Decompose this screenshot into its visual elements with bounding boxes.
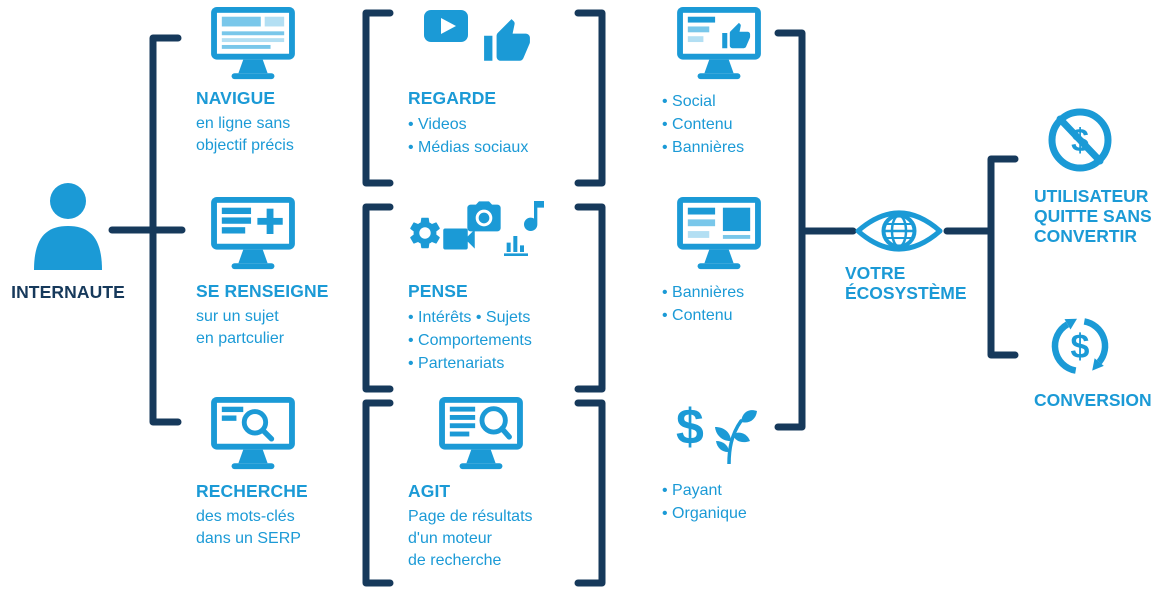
video-camera-icon [443, 228, 475, 250]
monitor-thumbs-up-icon [677, 6, 761, 80]
gear-icon [410, 217, 440, 249]
channel-list-1: • Social • Contenu • Bannières [662, 90, 744, 159]
channel-line: • Payant [662, 482, 722, 499]
step-recherche: RECHERCHE des mots-clés dans un SERP [196, 481, 308, 550]
channel-line: • Contenu [662, 116, 733, 133]
eye-globe-icon [855, 210, 943, 252]
intent-pense: PENSE • Intérêts • Sujets • Comportement… [408, 281, 532, 375]
play-button-icon [424, 10, 468, 42]
no-conversion-icon: $ [1048, 108, 1112, 172]
intent-line: Page de résultats [408, 508, 533, 525]
intent-agit: AGIT Page de résultats d'un moteur de re… [408, 481, 533, 572]
intent-line: • Partenariats [408, 355, 505, 372]
ecosystem-label: VOTRE ÉCOSYSTÈME [845, 263, 967, 303]
intent-title: AGIT [408, 481, 451, 501]
outcome-no-conversion-label: UTILISATEUR QUITTE SANS CONVERTIR [1034, 186, 1152, 246]
channel-line: • Bannières [662, 139, 745, 156]
intent-line: • Comportements [408, 332, 532, 349]
channel-line: • Contenu [662, 307, 733, 324]
monitor-plus-icon [211, 196, 295, 270]
bar-chart-icon [504, 236, 528, 256]
step-line: sur un sujet [196, 308, 279, 325]
dollar-glyph: $ [1071, 328, 1090, 366]
monitor-banner-icon [677, 196, 761, 270]
intent-line: • Médias sociaux [408, 139, 529, 156]
intent-line: • Intérêts • Sujets [408, 309, 531, 326]
channel-list-2: • Bannières • Contenu [662, 281, 744, 327]
monitor-magnifier-icon [211, 396, 295, 470]
person-icon [34, 183, 102, 270]
dollar-icon: $ [676, 399, 704, 455]
outcome-line: QUITTE SANS [1034, 206, 1152, 226]
channel-line: • Organique [662, 505, 747, 522]
outcome-conversion-label: CONVERSION [1034, 390, 1152, 410]
monitor-browser-icon [211, 6, 295, 80]
plant-sprout-icon [715, 410, 757, 464]
step-line: dans un SERP [196, 530, 301, 547]
monitor-serp-icon [439, 396, 523, 470]
persona-label: INTERNAUTE [11, 282, 125, 302]
step-line: en partculier [196, 330, 285, 347]
conversion-icon: $ [1051, 318, 1109, 374]
channel-list-3: • Payant • Organique [662, 479, 747, 525]
thumbs-up-icon [484, 19, 530, 61]
ecosystem-line: VOTRE [845, 263, 906, 283]
step-line: en ligne sans [196, 115, 291, 132]
step-navigue: NAVIGUE en ligne sans objectif précis [196, 88, 294, 157]
music-note-icon [524, 201, 544, 231]
channel-line: • Bannières [662, 284, 745, 301]
photo-camera-icon [467, 201, 501, 232]
step-title: SE RENSEIGNE [196, 281, 329, 301]
ecosystem-line: ÉCOSYSTÈME [845, 283, 967, 303]
intent-line: de recherche [408, 552, 502, 569]
step-line: des mots-clés [196, 508, 295, 525]
step-title: RECHERCHE [196, 481, 308, 501]
intent-regarde: REGARDE • Videos • Médias sociaux [408, 88, 528, 159]
intent-line: d'un moteur [408, 530, 492, 547]
outcome-line: UTILISATEUR [1034, 186, 1149, 206]
outcome-line: CONVERSION [1034, 390, 1152, 410]
step-se-renseigne: SE RENSEIGNE sur un sujet en partculier [196, 281, 328, 350]
outcome-line: CONVERTIR [1034, 226, 1138, 246]
step-title: NAVIGUE [196, 88, 276, 108]
intent-title: REGARDE [408, 88, 497, 108]
intent-title: PENSE [408, 281, 468, 301]
intent-line: • Videos [408, 116, 467, 133]
step-line: objectif précis [196, 137, 294, 154]
channel-line: • Social [662, 93, 716, 110]
